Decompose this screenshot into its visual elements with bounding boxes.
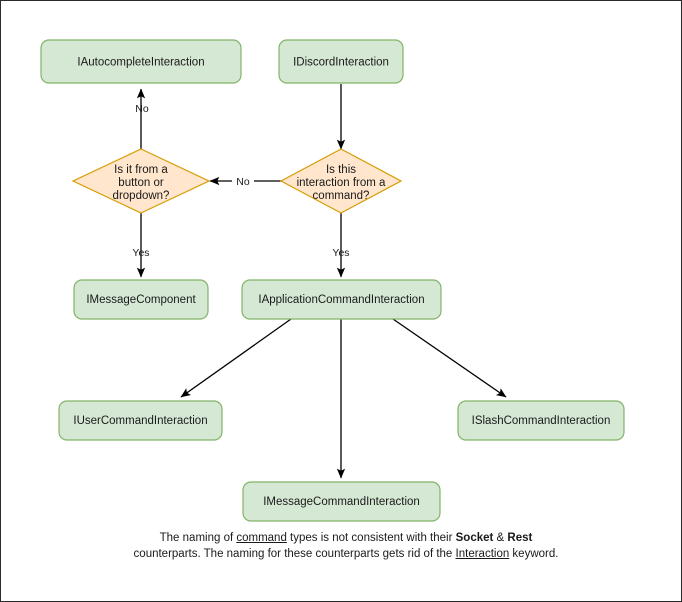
edge-label-no-decision: No xyxy=(236,176,250,188)
caption-rest-bold: Rest xyxy=(507,532,533,544)
edge-label-no-autocomplete: No xyxy=(135,103,149,115)
node-label-discord-interaction: IDiscordInteraction xyxy=(293,57,389,69)
node-label-user-command-interaction: IUserCommandInteraction xyxy=(73,415,207,427)
edge-decision-command-to-decision-button: No xyxy=(209,174,282,188)
caption-interaction-underlined: Interaction xyxy=(455,547,510,560)
node-message-command-interaction[interactable]: IMessageCommandInteraction xyxy=(242,481,441,522)
node-message-component[interactable]: IMessageComponent xyxy=(73,279,209,320)
node-label-message-component: IMessageComponent xyxy=(86,294,196,306)
decision-button-line-1: Is it from a xyxy=(114,164,168,176)
edge-decision-command-to-application-command: Yes xyxy=(332,213,350,278)
node-slash-command-interaction[interactable]: ISlashCommandInteraction xyxy=(457,400,625,441)
node-label-application-command-interaction: IApplicationCommandInteraction xyxy=(258,294,424,306)
caption-line2-post: counterparts. The naming for these xyxy=(133,547,313,560)
node-application-command-interaction[interactable]: IApplicationCommandInteraction xyxy=(241,279,442,320)
caption-note: The naming of command types is not consi… xyxy=(131,531,561,562)
edge-label-yes-application-command: Yes xyxy=(332,247,349,259)
node-label-autocomplete-interaction: IAutocompleteInteraction xyxy=(77,57,204,69)
decision-command-line-3: command? xyxy=(313,190,370,202)
caption-line1-pre: The naming of xyxy=(159,532,237,544)
caption-line3-pre: counterparts gets rid of the xyxy=(315,547,456,560)
node-autocomplete-interaction[interactable]: IAutocompleteInteraction xyxy=(40,39,242,84)
decision-button-line-2: button or xyxy=(118,177,164,189)
node-decision-from-command[interactable]: Is this interaction from a command? xyxy=(279,148,403,214)
caption-line1-post: types is not consistent with their xyxy=(286,532,453,544)
decision-command-line-1: Is this xyxy=(326,164,356,176)
caption-line3-post: keyword. xyxy=(509,547,559,560)
caption-command-underlined: command xyxy=(236,532,287,544)
edge-decision-button-to-message-component: Yes xyxy=(132,213,150,278)
edge-application-command-to-slash-command xyxy=(392,318,507,398)
edge-decision-button-to-autocomplete: No xyxy=(135,88,149,149)
caption-socket-bold: Socket xyxy=(455,532,494,544)
node-label-slash-command-interaction: ISlashCommandInteraction xyxy=(472,415,611,427)
node-discord-interaction[interactable]: IDiscordInteraction xyxy=(278,39,404,84)
decision-button-line-3: dropdown? xyxy=(113,190,170,202)
edge-label-yes-message-component: Yes xyxy=(132,247,149,259)
node-decision-button-or-dropdown[interactable]: Is it from a button or dropdown? xyxy=(71,148,211,214)
node-user-command-interaction[interactable]: IUserCommandInteraction xyxy=(58,400,223,441)
decision-command-line-2: interaction from a xyxy=(297,177,386,189)
edge-application-command-to-user-command xyxy=(180,318,292,398)
node-label-message-command-interaction: IMessageCommandInteraction xyxy=(263,496,420,508)
caption-ampersand: & xyxy=(493,532,508,544)
